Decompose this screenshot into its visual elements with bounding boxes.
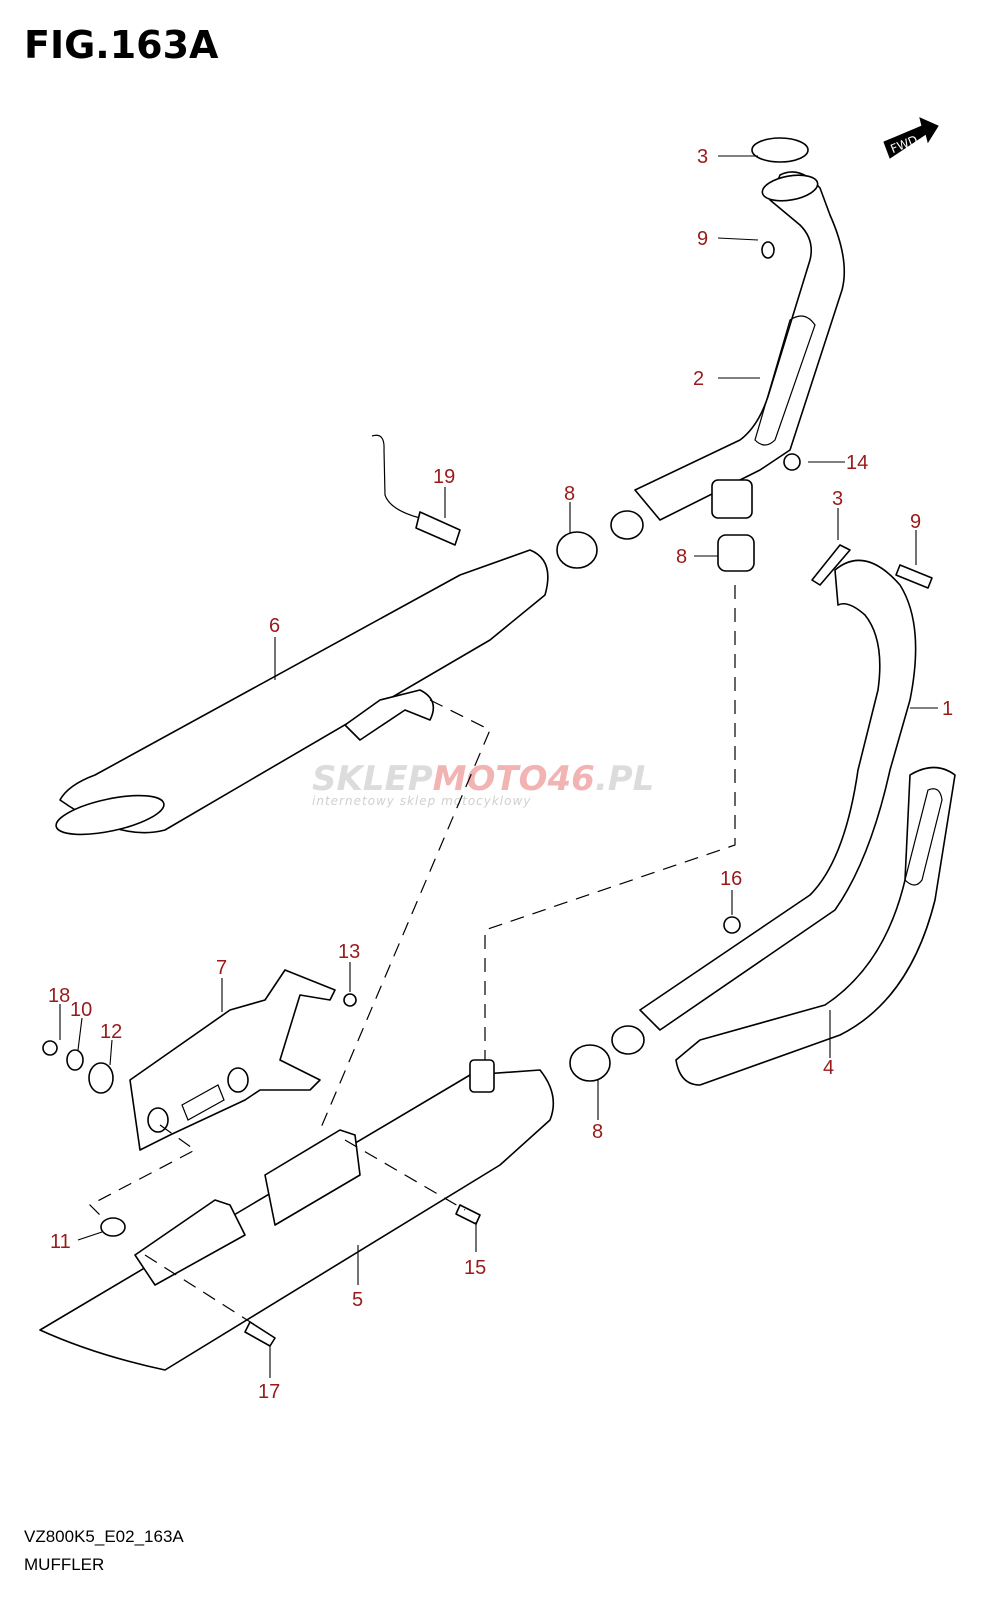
leader-lines <box>59 155 938 1378</box>
watermark: SKLEPMOTO46.PL internetowy sklep motocyk… <box>312 759 654 808</box>
rear-exhaust-pipe <box>611 559 917 1055</box>
exhaust-joint <box>717 534 755 572</box>
assembly-line <box>319 699 491 1131</box>
bolt <box>455 1204 481 1225</box>
left-muffler <box>55 549 549 836</box>
muffler-bracket <box>129 969 336 1151</box>
gasket <box>811 544 851 586</box>
callout-17: 17 <box>258 1381 280 1403</box>
washer <box>66 1049 84 1071</box>
gasket <box>751 137 809 163</box>
callout-8: 8 <box>592 1121 603 1143</box>
forward-arrow-icon: FWD <box>883 117 939 159</box>
cushion <box>88 1062 114 1094</box>
bolt <box>895 564 933 589</box>
callout-11: 11 <box>50 1231 71 1253</box>
callout-9: 9 <box>910 511 921 533</box>
callout-12: 12 <box>100 1021 122 1043</box>
oxygen-sensor <box>371 434 461 546</box>
callout-9: 9 <box>697 228 708 250</box>
assembly-line <box>344 1139 466 1211</box>
callout-14: 14 <box>846 452 868 474</box>
heat-shield <box>675 766 956 1086</box>
watermark-tagline: internetowy sklep motocyklowy <box>312 794 531 808</box>
bolt <box>244 1321 276 1347</box>
callout-16: 16 <box>720 868 742 890</box>
callout-labels: 3 9 2 14 19 8 8 3 9 1 6 16 13 7 18 10 12… <box>48 146 953 1403</box>
callout-8: 8 <box>676 546 687 568</box>
callout-3: 3 <box>697 146 708 168</box>
callout-15: 15 <box>464 1257 486 1279</box>
bolt <box>343 993 357 1007</box>
callout-4: 4 <box>823 1057 834 1079</box>
callout-7: 7 <box>216 957 227 979</box>
exhaust-joint <box>556 531 598 569</box>
callout-3: 3 <box>832 488 843 510</box>
exhaust-joint <box>569 1044 611 1082</box>
callout-19: 19 <box>433 466 455 488</box>
callout-1: 1 <box>942 698 953 720</box>
front-exhaust-pipe <box>610 171 846 540</box>
nut <box>42 1040 58 1056</box>
callout-5: 5 <box>352 1289 363 1311</box>
right-muffler <box>39 1059 555 1371</box>
figure-name: MUFFLER <box>24 1555 104 1574</box>
callout-8: 8 <box>564 483 575 505</box>
assembly-line <box>88 1124 197 1221</box>
bolt <box>783 453 801 471</box>
callout-6: 6 <box>269 615 280 637</box>
fwd-label: FWD <box>888 133 919 156</box>
figure-title: FIG.163A <box>24 23 219 67</box>
assembly-line <box>484 585 736 1060</box>
callout-18: 18 <box>48 985 70 1007</box>
bolt <box>723 916 741 934</box>
callout-13: 13 <box>338 941 360 963</box>
washer <box>100 1217 126 1237</box>
callout-2: 2 <box>693 368 704 390</box>
figure-code: VZ800K5_E02_163A <box>24 1527 184 1546</box>
callout-10: 10 <box>70 999 92 1021</box>
watermark-brand: SKLEPMOTO46.PL <box>312 759 654 799</box>
bolt <box>761 241 775 259</box>
